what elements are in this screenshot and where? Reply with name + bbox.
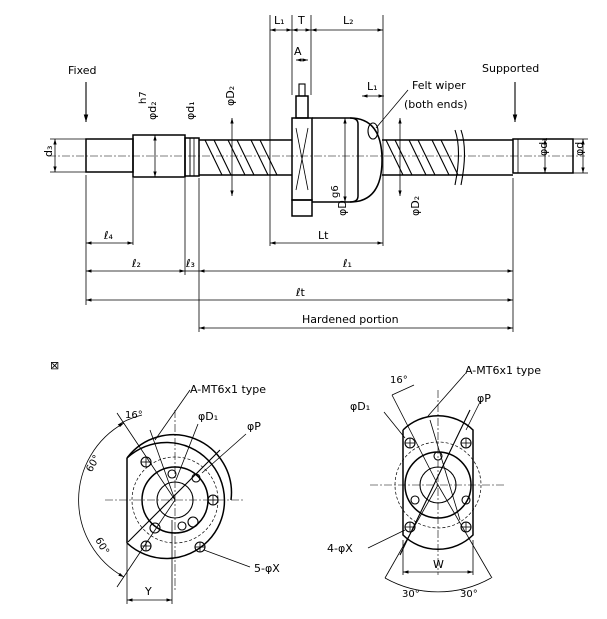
- side-view-labels: Fixed Supported Felt wiper (both ends) H…: [42, 14, 586, 372]
- left-angle60a-label: 60°: [84, 453, 102, 474]
- flange-holes-right: [404, 437, 472, 533]
- left-angle16-label: 16°: [125, 410, 143, 421]
- right-end-view: A-MT6x1 type φP φD₁ 16° 4-φX W 30° 30°: [327, 364, 541, 600]
- D2-bottom-label: φD₂: [409, 196, 422, 216]
- D-label: φD: [336, 200, 349, 216]
- right-angle30b-label: 30°: [460, 589, 478, 600]
- right-D1-label: φD₁: [350, 400, 370, 413]
- felt-wiper-label: Felt wiper: [412, 79, 466, 92]
- supported-label: Supported: [482, 62, 539, 75]
- right-W-label: W: [433, 558, 444, 571]
- view-mark: ⊠: [50, 359, 59, 372]
- right-angle16-label: 16°: [390, 375, 408, 386]
- d3-label: d₃: [42, 146, 55, 157]
- left-D1-label: φD₁: [198, 410, 218, 423]
- l3-label: ℓ₃: [185, 257, 195, 270]
- left-P-label: φP: [247, 420, 261, 433]
- left-end-view: A-MT6x1 type φD₁ φP 16° 60° 60° 5-φX Y: [78, 383, 280, 604]
- lt-label: ℓt: [295, 286, 306, 299]
- d-label: φd: [573, 142, 586, 156]
- A-label: A: [294, 45, 302, 58]
- right-P-label: φP: [477, 392, 491, 405]
- side-view: [48, 82, 585, 217]
- top-dimensions: [50, 15, 588, 246]
- left-holes-label: 5-φX: [254, 562, 280, 575]
- d1-left-label: φd₁: [184, 101, 197, 120]
- hardened-portion-label: Hardened portion: [302, 313, 399, 326]
- right-angle30a-label: 30°: [402, 589, 420, 600]
- length-dimensions: [85, 175, 514, 332]
- l4-label: ℓ₄: [103, 229, 114, 242]
- d2-tolerance-label: h7: [138, 91, 149, 104]
- left-Y-label: Y: [144, 585, 152, 598]
- L2-top-label: L₂: [343, 14, 354, 27]
- l2-label: ℓ₂: [131, 257, 141, 270]
- T-label: T: [297, 14, 305, 27]
- fixed-label: Fixed: [68, 64, 97, 77]
- right-type-label: A-MT6x1 type: [465, 364, 541, 377]
- l1-label: ℓ₁: [342, 257, 352, 270]
- right-holes-label: 4-φX: [327, 542, 353, 555]
- D-tolerance-label: g6: [330, 185, 341, 198]
- d1-right-label: φd₁: [537, 137, 550, 156]
- d2-label: φd₂: [146, 101, 159, 120]
- Lt-label: Lt: [318, 229, 329, 242]
- left-angle60b-label: 60°: [92, 536, 110, 557]
- left-type-label: A-MT6x1 type: [190, 383, 266, 396]
- L1-top-label: L₁: [274, 14, 285, 27]
- D2-top-label: φD₂: [224, 86, 237, 106]
- L1-right-label: L₁: [367, 80, 378, 93]
- both-ends-label: (both ends): [404, 98, 468, 111]
